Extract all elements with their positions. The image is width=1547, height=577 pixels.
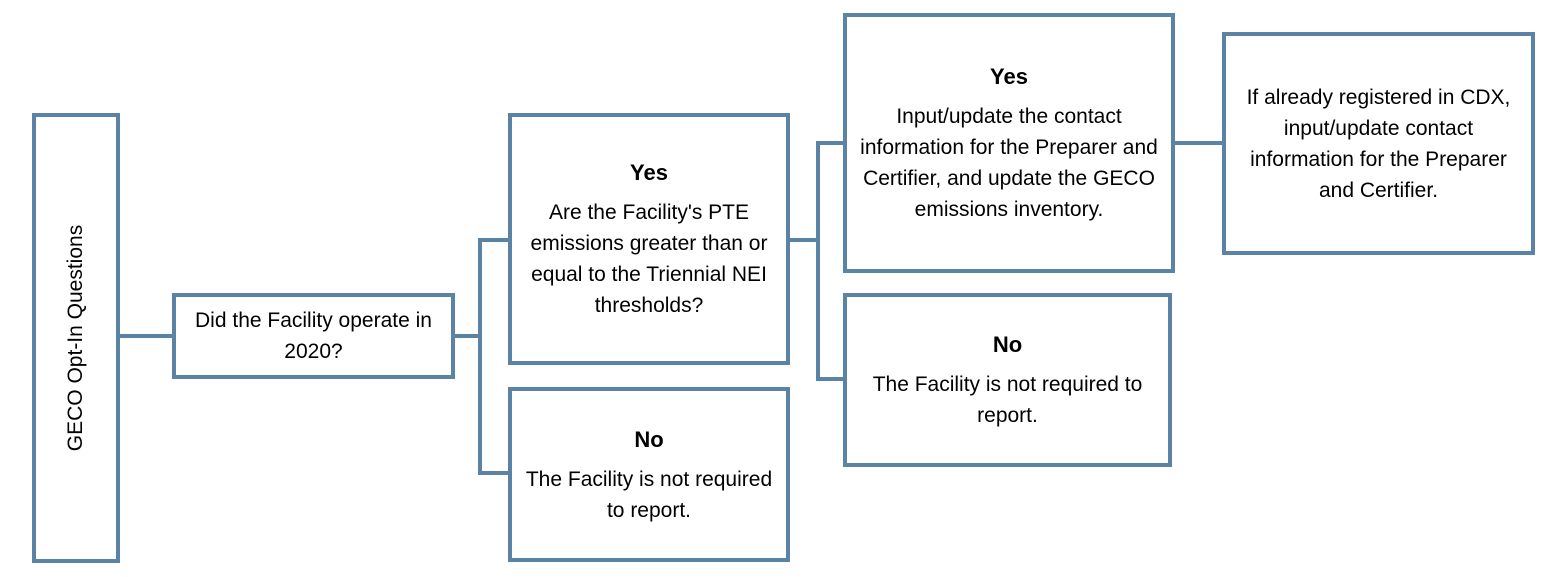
connector-question-branch-vertical — [478, 238, 482, 475]
flowchart-title-box: GECO Opt-In Questions — [32, 113, 120, 563]
question-operate-2020-box: Did the Facility operate in 2020? — [172, 293, 455, 379]
connector-pte-stub — [790, 238, 820, 242]
connector-question-to-yes — [478, 238, 508, 242]
connector-pte-branch-vertical — [816, 141, 820, 381]
connector-pte-to-yes — [816, 141, 843, 145]
connector-root-to-question — [120, 334, 172, 338]
cdx-note-box: If already registered in CDX, input/upda… — [1222, 32, 1535, 255]
branch-pte-no-box: No The Facility is not required to repor… — [843, 293, 1172, 467]
branch-pte-no-header: No — [992, 332, 1023, 357]
question-operate-2020-text: Did the Facility operate in 2020? — [195, 309, 432, 363]
branch-operate-no-text: The Facility is not required to report. — [525, 467, 773, 522]
branch-operate-no-box: No The Facility is not required to repor… — [508, 387, 790, 562]
connector-question-to-no — [478, 471, 508, 475]
branch-operate-yes-header: Yes — [630, 160, 668, 185]
branch-pte-yes-box: Yes Input/update the contact information… — [843, 13, 1175, 273]
branch-operate-no-header: No — [634, 426, 664, 452]
branch-operate-yes-box: Yes Are the Facility's PTE emissions gre… — [508, 113, 790, 365]
connector-question-stub — [455, 334, 482, 338]
branch-pte-yes-text: Input/update the contact information for… — [860, 105, 1158, 221]
connector-pte-to-no — [816, 377, 843, 381]
branch-pte-no-text: The Facility is not required to report. — [872, 373, 1143, 427]
connector-yes-to-cdx-note — [1175, 141, 1222, 145]
cdx-note-text: If already registered in CDX, input/upda… — [1246, 85, 1511, 202]
branch-pte-yes-header: Yes — [990, 64, 1028, 89]
branch-operate-yes-text: Are the Facility's PTE emissions greater… — [530, 201, 768, 317]
flowchart-title-label: GECO Opt-In Questions — [64, 224, 88, 452]
